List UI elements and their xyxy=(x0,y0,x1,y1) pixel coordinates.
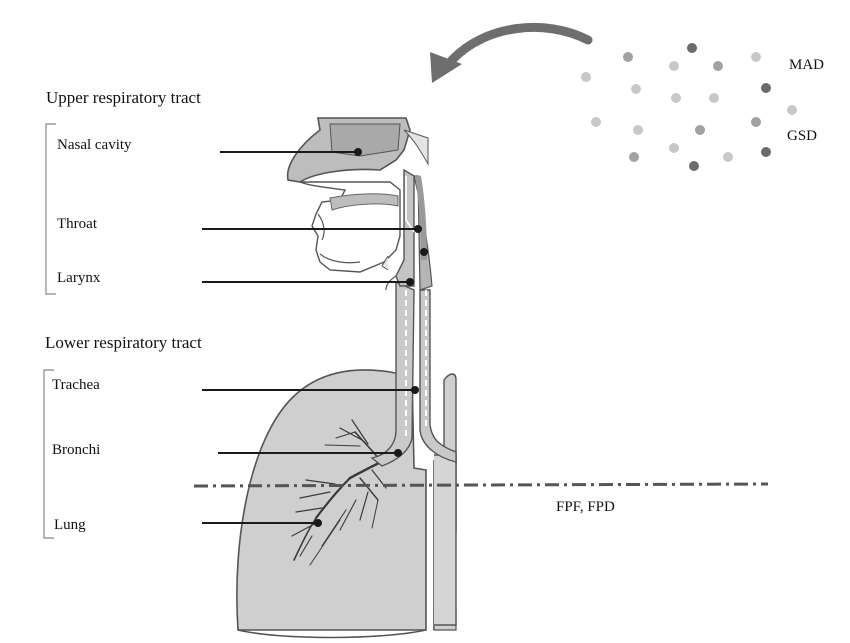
label-throat: Throat xyxy=(57,216,97,232)
aerosol-particle xyxy=(723,152,733,162)
leader-dot xyxy=(406,278,414,286)
label-fpf-fpd: FPF, FPD xyxy=(556,499,615,515)
aerosol-particle xyxy=(633,125,643,135)
label-mad: MAD xyxy=(789,57,825,73)
deposition-threshold-line xyxy=(193,482,769,488)
aerosol-particle xyxy=(591,117,601,127)
aerosol-particle xyxy=(669,61,679,71)
leader-dot xyxy=(314,519,322,527)
label-trachea: Trachea xyxy=(52,377,100,393)
aerosol-particle xyxy=(751,117,761,127)
leader-dot xyxy=(414,225,422,233)
aerosol-particle xyxy=(689,161,699,171)
aerosol-particle xyxy=(709,93,719,103)
aerosol-particle xyxy=(695,125,705,135)
aerosol-particle xyxy=(631,84,641,94)
aerosol-particle xyxy=(713,61,723,71)
head-illustration xyxy=(286,117,433,291)
aerosol-particle xyxy=(669,143,679,153)
lower-tract-heading: Lower respiratory tract xyxy=(45,333,202,352)
lower-tract-bracket xyxy=(43,369,54,539)
aerosol-particle xyxy=(687,43,697,53)
aerosol-particle xyxy=(671,93,681,103)
aerosol-particle xyxy=(751,52,761,62)
inhalation-arrow xyxy=(430,22,593,83)
group-brackets xyxy=(43,123,56,539)
upper-tract-bracket xyxy=(45,123,56,295)
leader-dot xyxy=(394,449,402,457)
label-lung: Lung xyxy=(54,517,86,533)
label-larynx: Larynx xyxy=(57,270,101,286)
label-nasal-cavity: Nasal cavity xyxy=(57,137,132,153)
aerosol-particles xyxy=(581,43,797,171)
aerosol-particle xyxy=(581,72,591,82)
leader-dot xyxy=(354,148,362,156)
label-gsd: GSD xyxy=(787,128,818,144)
leader-dot xyxy=(411,386,419,394)
label-bronchi: Bronchi xyxy=(52,442,101,458)
aerosol-particle xyxy=(629,152,639,162)
leader-lines xyxy=(202,148,428,527)
upper-tract-heading: Upper respiratory tract xyxy=(46,88,201,107)
aerosol-particle xyxy=(761,83,771,93)
aerosol-particle xyxy=(761,147,771,157)
aerosol-particle xyxy=(623,52,633,62)
airway xyxy=(370,280,457,467)
aerosol-particle xyxy=(787,105,797,115)
leader-dot xyxy=(420,248,428,256)
